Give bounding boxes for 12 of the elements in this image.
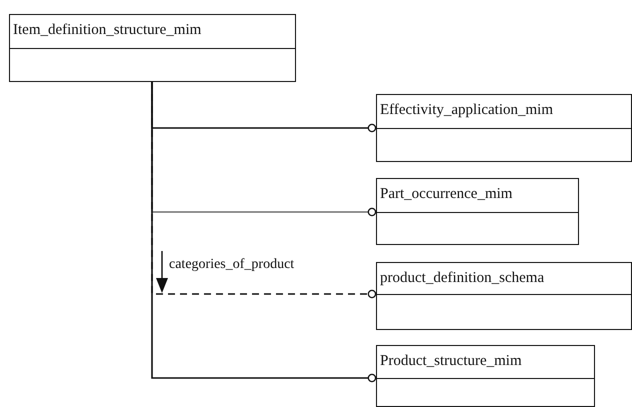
schema-box [9, 14, 296, 82]
schema-name: Part_occurrence_mim [379, 185, 514, 204]
schema-name: product_definition_schema [379, 269, 546, 288]
connector [151, 82, 376, 382]
schema-box [376, 345, 595, 407]
schema-box [376, 178, 579, 245]
schema-name: Item_definition_structure_mim [12, 21, 202, 40]
schema-name: Effectivity_application_mim [379, 101, 554, 120]
schema-name: Product_structure_mim [379, 352, 523, 371]
schema-box [376, 94, 632, 162]
edge-label: categories_of_product [168, 257, 296, 273]
schema-box [376, 262, 632, 330]
